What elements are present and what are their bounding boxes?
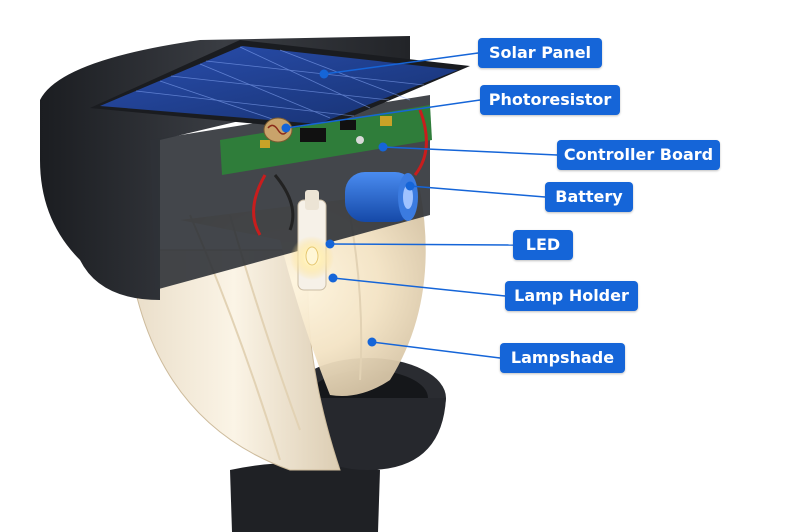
label-photoresistor: Photoresistor	[480, 85, 620, 115]
battery-part	[345, 172, 418, 222]
label-battery: Battery	[545, 182, 633, 212]
led-part	[305, 246, 319, 266]
base-stake	[230, 462, 380, 532]
label-lamp-holder: Lamp Holder	[505, 281, 638, 311]
lampshade-inner	[180, 190, 426, 396]
leader-dots	[281, 69, 415, 347]
label-solar-panel: Solar Panel	[478, 38, 602, 68]
solar-panel-cells	[100, 46, 458, 124]
label-led: LED	[513, 230, 573, 260]
solar-panel-grid	[135, 46, 425, 126]
label-controller-board: Controller Board	[557, 140, 720, 170]
controller-board-components	[260, 116, 392, 148]
label-lampshade: Lampshade	[500, 343, 625, 373]
leader-lines	[285, 52, 558, 359]
